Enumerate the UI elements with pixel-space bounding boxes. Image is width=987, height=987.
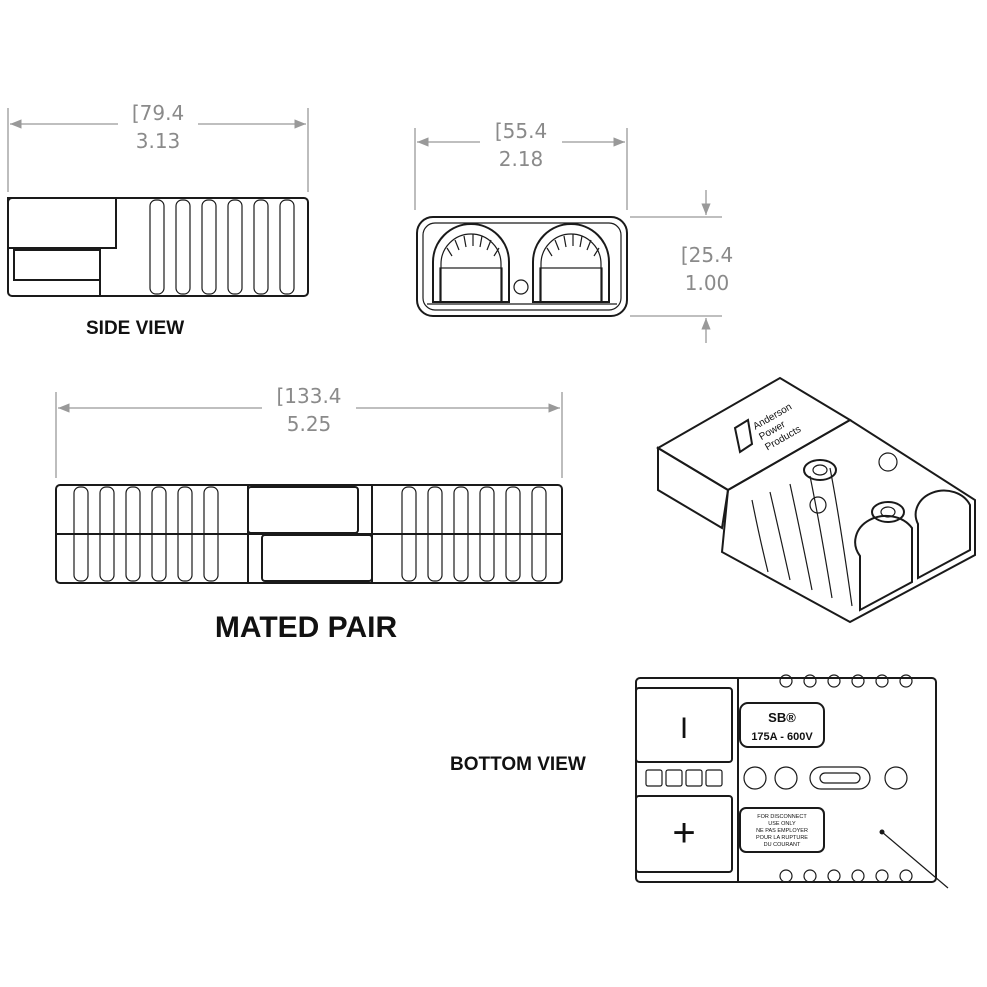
svg-text:2.18: 2.18: [499, 147, 544, 171]
mated-pair-connector: [55, 484, 563, 584]
mated-length-in: 5.25: [287, 412, 332, 436]
isometric-connector: [656, 376, 976, 624]
side-view-connector: [7, 197, 309, 297]
warning-line-4: POUR LA RUPTURE: [756, 835, 808, 841]
svg-text:[55.4: [55.4: [495, 119, 547, 143]
side-width-in: 3.13: [136, 129, 181, 153]
svg-text:3.13: 3.13: [136, 129, 181, 153]
warning-line-5: DU COURANT: [764, 842, 801, 848]
svg-text:[133.4: [133.4: [276, 384, 341, 408]
svg-text:5.25: 5.25: [287, 412, 332, 436]
warning-text: FOR DISCONNECT USE ONLY NE PAS EMPLOYER …: [756, 814, 808, 848]
minus-symbol: I: [680, 712, 688, 745]
bottom-view-connector: [635, 674, 949, 889]
rating-label: 175A - 600V: [751, 731, 813, 743]
svg-text:[25.4: [25.4: [681, 243, 733, 267]
side-width-mm: [79.4: [132, 101, 184, 125]
side-view-dimension: [79.4 3.13: [7, 101, 309, 192]
mated-pair-label: MATED PAIR: [215, 611, 398, 644]
plus-symbol: +: [672, 811, 695, 855]
front-height-mm: [25.4: [681, 243, 733, 267]
mated-length-mm: [133.4: [276, 384, 341, 408]
bottom-view-label: BOTTOM VIEW: [450, 754, 586, 775]
front-width-in: 2.18: [499, 147, 544, 171]
side-view-label: SIDE VIEW: [86, 318, 184, 339]
front-view-connector: [416, 216, 628, 317]
front-height-in: 1.00: [685, 271, 730, 295]
warning-line-2: USE ONLY: [768, 821, 796, 827]
model-label: SB®: [768, 710, 796, 725]
brand-text: Anderson Power Products: [751, 402, 803, 454]
warning-line-3: NE PAS EMPLOYER: [756, 828, 808, 834]
svg-text:1.00: 1.00: [685, 271, 730, 295]
warning-line-1: FOR DISCONNECT: [757, 814, 807, 820]
front-view-dimension: [55.4 2.18 [25.4 1.00: [414, 119, 733, 343]
front-width-mm: [55.4: [495, 119, 547, 143]
mated-pair-dimension: [133.4 5.25: [55, 384, 563, 478]
svg-text:[79.4: [79.4: [132, 101, 184, 125]
